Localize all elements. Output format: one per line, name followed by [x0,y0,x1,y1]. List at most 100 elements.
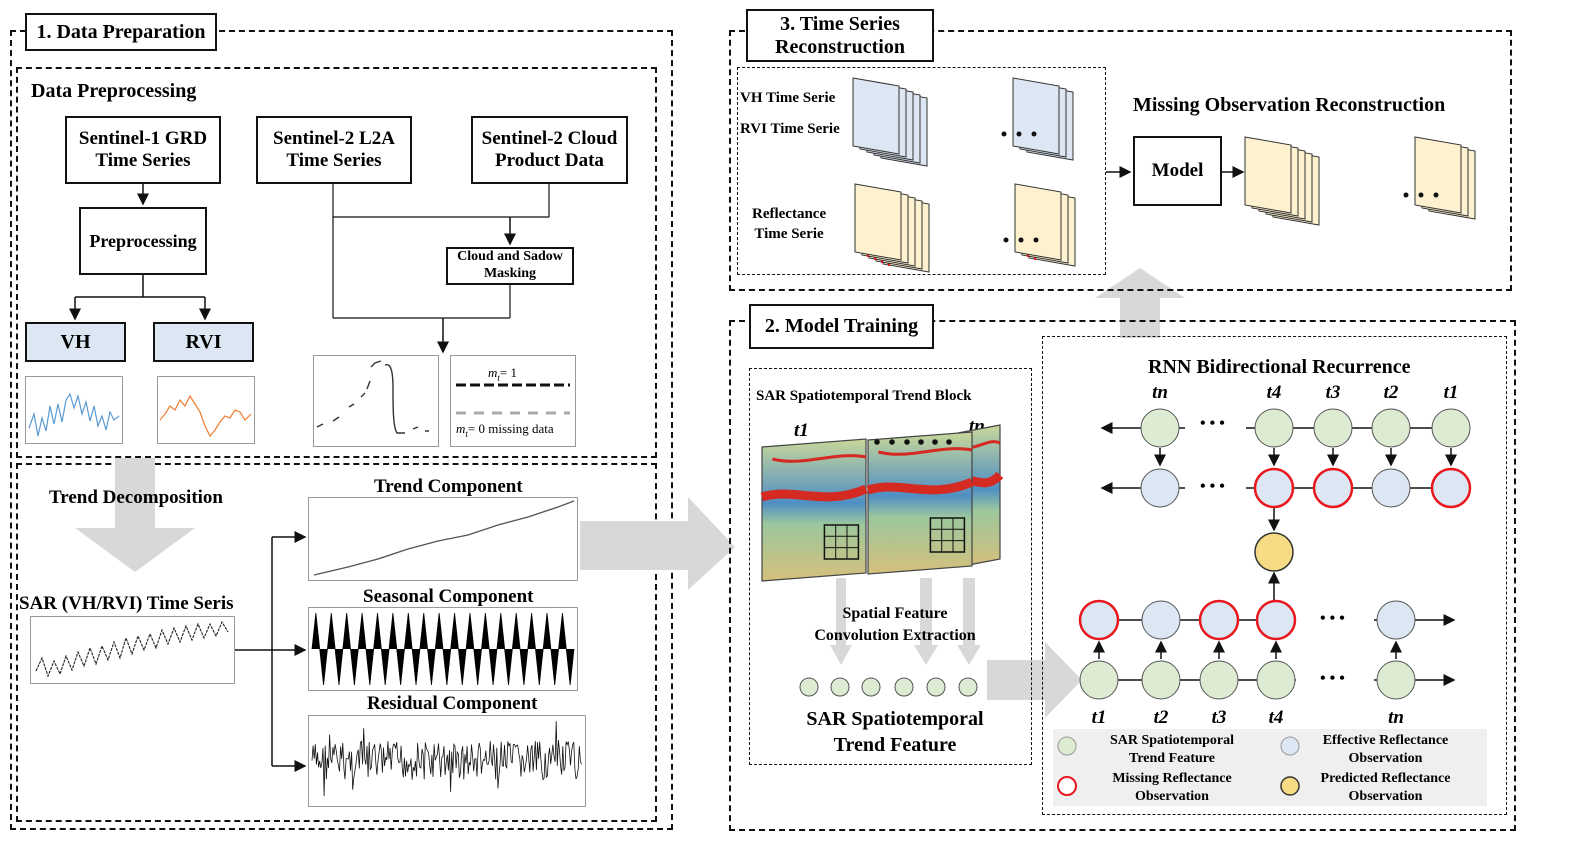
arrow-right-icon [987,642,1082,718]
preprocessing-box: Preprocessing [79,207,207,275]
legend-predicted: Predicted Reflectance Observation [1303,770,1468,806]
rnn-missing-node [1255,599,1297,641]
ellipsis-text: • • • [1200,415,1225,432]
sar-map-frame [761,438,867,582]
reconstruction-panel [729,30,1512,291]
mask-zero-label: mt= 0 missing data [456,421,554,439]
feature-node [799,677,819,697]
rnn-effective-node [1141,600,1181,640]
rnn-trend-node [1431,408,1471,448]
legend-missing-line1: Missing Reflectance [1112,771,1232,786]
spatial-feature-label: Spatial Feature Convolution Extraction [800,603,990,646]
data-preprocessing-title: Data Preprocessing [31,80,197,102]
rnn-effective-node [1140,468,1180,508]
legend-sar-feature: SAR Spatiotemporal Trend Feature [1088,732,1256,768]
legend-effective: Effective Reflectance Observation [1303,732,1468,768]
seasonal-component-plot [308,607,578,691]
rnn-top-time-label: t3 [1326,382,1341,403]
river-band [760,484,868,502]
reflectance-series-line2: Time Serie [754,226,824,243]
rnn-missing-node [1198,599,1240,641]
ellipsis-text: • • • [1320,610,1345,627]
conv-grid [823,524,860,560]
sentinel2-cloud-box: Sentinel-2 Cloud Product Data [471,116,628,184]
sentinel1-grd-box: Sentinel-1 GRD Time Series [65,116,221,184]
vh-curve-plot [25,376,123,444]
sentinel2-cloud-line2: Product Data [495,150,604,171]
rnn-top-time-label: t1 [1444,382,1459,403]
rnn-top-time-label: t2 [1384,382,1399,403]
spatial-feature-line2: Convolution Extraction [814,626,976,644]
residual-component-title: Residual Component [367,693,538,714]
sentinel1-grd-line2: Time Series [95,150,191,171]
feature-node [861,677,881,697]
vh-series-label: VH Time Serie [740,90,836,106]
legend-sar-feature-line2: Trend Feature [1129,751,1215,767]
rnn-title: RNN Bidirectional Recurrence [1148,356,1411,378]
rnn-trend-node [1141,660,1181,700]
ellipsis-gap [1185,424,1246,432]
legend-red-marker [1057,776,1077,796]
rnn-bottom-time-label: t3 [1212,707,1227,728]
model-training-title: 2. Model Training [749,304,934,349]
river-branch [772,454,867,463]
arrow-right-icon [580,497,735,590]
rnn-missing-node [1253,467,1295,509]
trend-feature-line1: SAR Spatiotemporal [806,708,984,730]
missing-obs-title: Missing Observation Reconstruction [1133,94,1446,116]
reconstruction-title-line2: Reconstruction [775,35,905,58]
sar-map-frame [867,431,973,575]
sentinel1-grd-line1: Sentinel-1 GRD [78,128,208,150]
stacked-image [1012,77,1060,155]
rnn-effective-node [1371,468,1411,508]
rnn-trend-node [1140,408,1180,448]
model-training-panel [729,320,1516,831]
data-preparation-title: 1. Data Preparation [25,13,217,51]
rnn-bottom-time-label: t1 [1092,707,1107,728]
rnn-predicted-node [1254,532,1294,572]
rnn-trend-node [1313,408,1353,448]
stacked-image [1014,183,1062,261]
stacked-image [852,77,900,155]
rnn-effective-node [1376,600,1416,640]
rnn-missing-node [1078,599,1120,641]
seasonal-component-title: Seasonal Component [363,586,534,607]
ellipsis-text: • • • [1200,478,1225,495]
reflectance-series-label: Reflectance Time Serie [752,204,826,245]
vh-box: VH [25,322,126,362]
cloud-mask-line1: Cloud and Sadow [457,249,563,265]
river-branch [878,447,973,456]
trend-decomposition-panel [16,463,657,822]
rnn-trend-node [1199,660,1239,700]
rnn-trend-node [1254,408,1294,448]
rnn-trend-node [1376,660,1416,700]
rnn-trend-node [1371,408,1411,448]
reflectance-gap-plot [313,355,439,447]
legend-effective-line2: Observation [1348,751,1423,767]
rnn-missing-node [1312,467,1354,509]
trend-feature-label: SAR Spatiotemporal Trend Feature [780,707,1010,758]
cloud-mask-line2: Masking [483,266,537,281]
rnn-bottom-time-label: t4 [1269,707,1284,728]
rnn-top-time-label: t4 [1267,382,1282,403]
arrow-up-icon [1095,268,1185,338]
cloud-mask-box: Cloud and Sadow Masking [446,247,574,285]
reconstruction-title: 3. Time Series Reconstruction [746,9,934,62]
sar-series-plot [30,616,235,684]
trend-block-title: SAR Spatiotemporal Trend Block [756,388,972,404]
legend-missing-line2: Observation [1135,789,1209,805]
rvi-series-label: RVI Time Serie [740,121,840,137]
legend-panel [1053,729,1487,806]
stacked-image [1414,136,1462,214]
rnn-bottom-time-label: t2 [1154,707,1169,728]
sentinel2-l2a-box: Sentinel-2 L2A Time Series [256,116,412,184]
data-preprocessing-panel [16,67,657,458]
feature-node [926,677,946,697]
rnn-bottom-time-label: tn [1388,707,1404,728]
legend-predicted-line1: Predicted Reflectance [1320,771,1451,786]
sentinel2-l2a-line1: Sentinel-2 L2A [273,128,395,150]
conv-grid [929,517,966,553]
